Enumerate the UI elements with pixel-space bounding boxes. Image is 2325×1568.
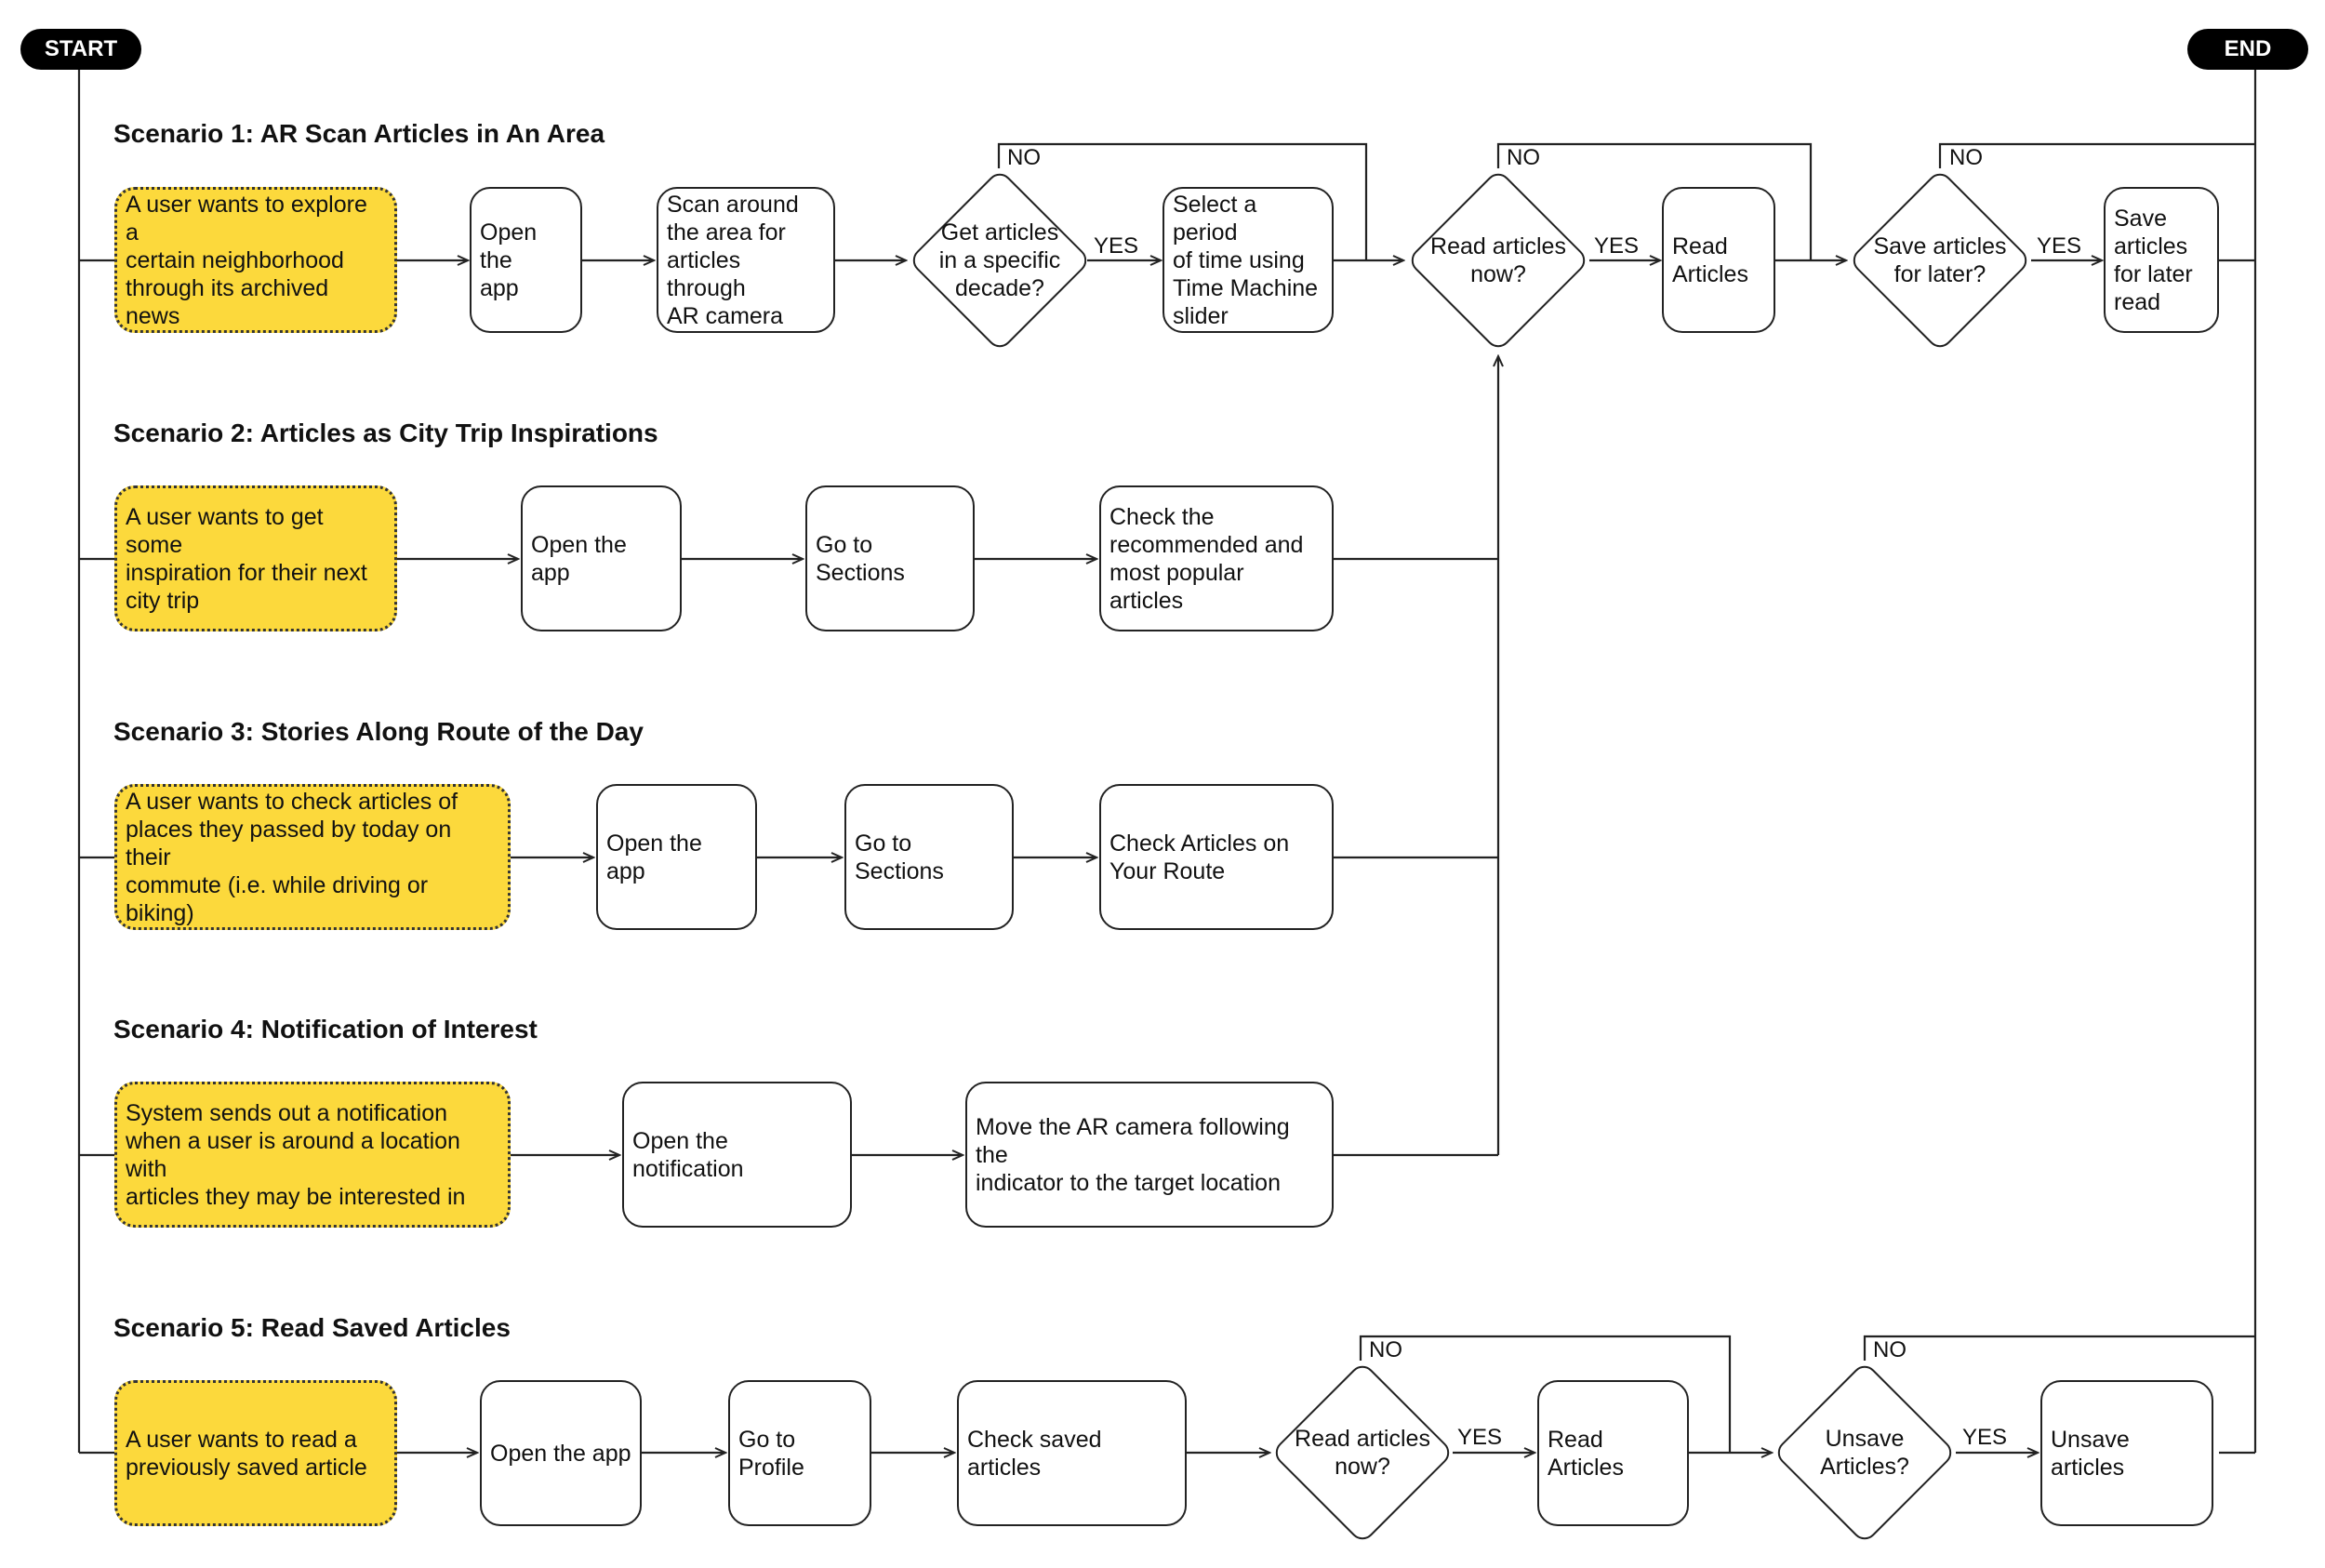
no-label: NO [1873,1337,1906,1362]
scenario-2-check-recommended: Check the recommended and most popular a… [1099,485,1334,631]
scenario-5-read-articles: Read Articles [1537,1380,1689,1526]
scenario-1-scan-area: Scan around the area for articles throug… [657,187,835,333]
scenario-4-open-notification: Open the notification [622,1082,852,1228]
scenario-3-open-app: Open the app [596,784,757,930]
no-label: NO [1507,145,1540,170]
scenario-5-read-decision: Read articles now? [1270,1361,1455,1545]
scenario-3-trigger: A user wants to check articles of places… [114,784,511,930]
scenario-2-open-app: Open the app [521,485,682,631]
yes-label: YES [1962,1425,2008,1450]
save-articles-decision: Save articles for later? [1848,168,2032,352]
no-label: NO [1369,1337,1402,1362]
scenario-2-title: Scenario 2: Articles as City Trip Inspir… [113,419,658,447]
yes-label: YES [1594,233,1640,259]
read-articles-decision: Read articles now? [1406,168,1590,352]
scenario-3-check-route-articles: Check Articles on Your Route [1099,784,1334,930]
scenario-1-decade-decision: Get articles in a specific decade? [908,168,1092,352]
scenario-4-move-ar-camera: Move the AR camera following the indicat… [965,1082,1334,1228]
scenario-1-time-machine-step: Select a period of time using Time Machi… [1162,187,1334,333]
scenario-5-open-app: Open the app [480,1380,642,1526]
scenario-5-unsave-decision: Unsave Articles? [1773,1361,1957,1545]
scenario-3-title: Scenario 3: Stories Along Route of the D… [113,717,644,746]
scenario-1-title: Scenario 1: AR Scan Articles in An Area [113,119,605,148]
start-terminal: START [20,29,141,70]
save-articles-step: Save articles for later read [2104,187,2219,333]
scenario-2-trigger: A user wants to get some inspiration for… [114,485,397,631]
read-articles-step: Read Articles [1662,187,1775,333]
scenario-4-trigger: System sends out a notification when a u… [114,1082,511,1228]
yes-label: YES [1094,233,1139,259]
scenario-1-trigger: A user wants to explore a certain neighb… [114,187,397,333]
scenario-5-check-saved: Check saved articles [957,1380,1187,1526]
yes-label: YES [2037,233,2082,259]
scenario-1-open-app: Open the app [470,187,582,333]
scenario-5-go-to-profile: Go to Profile [728,1380,871,1526]
scenario-2-go-to-sections: Go to Sections [805,485,975,631]
end-terminal: END [2187,29,2308,70]
no-label: NO [1007,145,1041,170]
no-label: NO [1949,145,1983,170]
yes-label: YES [1457,1425,1503,1450]
scenario-5-unsave-articles: Unsave articles [2040,1380,2213,1526]
scenario-3-go-to-sections: Go to Sections [844,784,1014,930]
scenario-4-title: Scenario 4: Notification of Interest [113,1015,538,1043]
scenario-5-title: Scenario 5: Read Saved Articles [113,1313,511,1342]
scenario-5-trigger: A user wants to read a previously saved … [114,1380,397,1526]
